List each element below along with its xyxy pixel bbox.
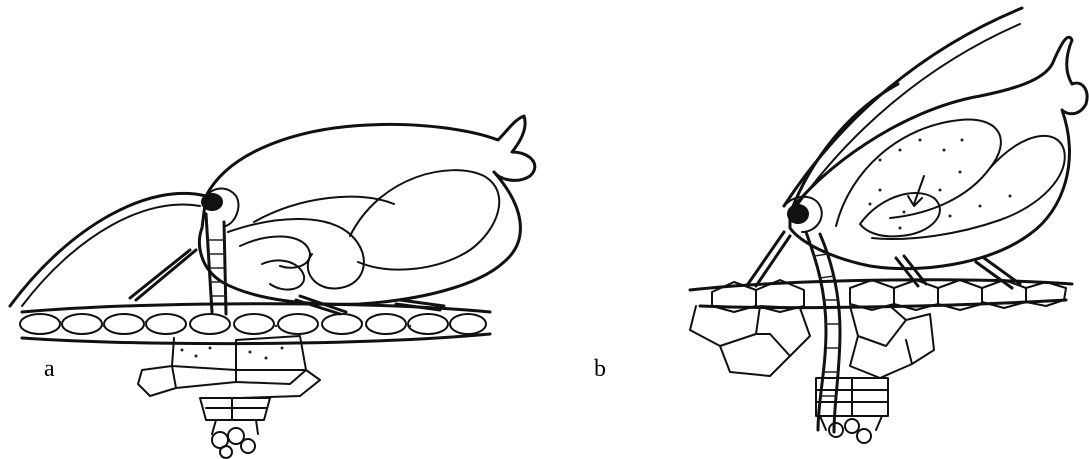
panel-b-drawing <box>690 8 1087 443</box>
panel-b-label: b <box>594 357 606 381</box>
panel-b-arrow <box>908 176 924 206</box>
panel-a-phloem-cells <box>212 428 255 458</box>
panel-b-body <box>790 37 1087 268</box>
panel-a-gland-3 <box>262 260 304 289</box>
panel-b-gland-3 <box>872 136 1065 239</box>
panel-b-vascular-bundle <box>816 378 888 430</box>
panel-a-gland-1 <box>228 219 364 289</box>
panel-a-mesophyll <box>138 336 320 398</box>
panel-a-antenna <box>10 193 206 306</box>
panel-a-stylet-left <box>206 214 212 312</box>
panel-a-drawing <box>10 116 535 458</box>
panel-b-eye <box>788 205 808 223</box>
panel-a-gland-4 <box>350 170 499 269</box>
panel-a-label: a <box>44 357 55 381</box>
panel-a-gland-2 <box>240 236 310 267</box>
panel-a-leg-front <box>130 250 196 300</box>
panel-b-antenna-long-inner <box>794 24 1020 210</box>
panel-b-gland-2 <box>860 193 940 236</box>
panel-a-eye <box>202 194 222 210</box>
panel-a-antenna-inner <box>22 204 200 306</box>
panel-a-epidermis <box>22 304 490 344</box>
panel-a-epidermis-cells <box>20 314 486 334</box>
panel-b-speckles <box>869 139 1012 230</box>
panel-b-leg-front <box>748 232 790 286</box>
panel-b-mesophyll <box>690 306 934 378</box>
panel-a-gland-5 <box>254 197 394 222</box>
panel-b-gland-1 <box>836 120 1001 226</box>
